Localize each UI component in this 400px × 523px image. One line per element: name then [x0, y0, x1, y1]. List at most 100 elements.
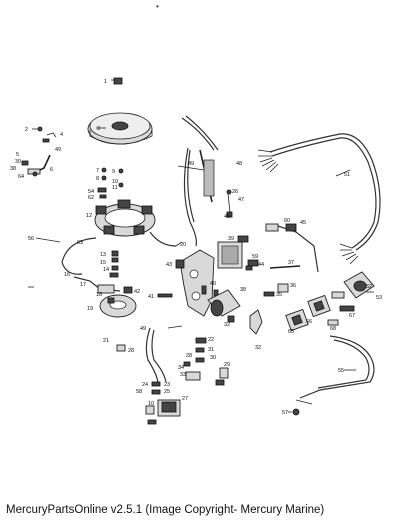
harness-49-lower[interactable] [145, 325, 183, 385]
callout-40: 40 [210, 281, 216, 287]
stator-assembly[interactable] [94, 199, 156, 237]
mounting-bracket[interactable] [175, 249, 215, 317]
callout-38-mid: 38 [240, 287, 246, 293]
small-hardware-column[interactable] [97, 167, 124, 199]
callout-5: 5 [16, 152, 19, 158]
callout-33: 33 [180, 372, 186, 378]
trigger-plate[interactable] [99, 294, 137, 318]
callout-46: 46 [224, 214, 230, 220]
stator-lead-wire[interactable] [61, 237, 97, 275]
copyright-footer: MercuryPartsOnline v2.5.1 (Image Copyrig… [6, 504, 325, 516]
left-bracket-parts[interactable] [21, 126, 57, 177]
callout-58: 58 [136, 389, 142, 395]
clamp-32-lower[interactable] [249, 309, 263, 335]
callout-4: 4 [60, 132, 63, 138]
bracket-hardware-26[interactable] [226, 189, 233, 218]
callout-12: 12 [86, 213, 92, 219]
callout-37: 37 [288, 260, 294, 266]
key-switch[interactable] [331, 271, 375, 299]
callout-25: 25 [164, 389, 170, 395]
callout-55: 55 [338, 368, 344, 374]
callout-14: 14 [103, 267, 109, 273]
callout-43: 43 [166, 262, 172, 268]
callout-31: 31 [208, 347, 214, 353]
callout-18: 18 [96, 292, 102, 298]
callout-66: 66 [306, 319, 312, 325]
callout-68: 68 [330, 326, 336, 332]
callout-62: 62 [88, 195, 94, 201]
main-harness[interactable] [257, 133, 381, 265]
leader-lines [28, 79, 374, 413]
callout-67: 67 [349, 313, 355, 319]
callout-65: 65 [288, 329, 294, 335]
trigger-hardware[interactable] [73, 250, 133, 352]
callout-8: 8 [96, 176, 99, 182]
hardware-35-36[interactable] [263, 283, 289, 297]
top-mark: • [156, 2, 159, 11]
callout-44: 44 [258, 262, 264, 268]
terminal-block-65[interactable] [285, 308, 309, 332]
flywheel-nut[interactable] [113, 77, 123, 85]
solenoid[interactable] [145, 399, 181, 417]
callout-27: 27 [182, 396, 188, 402]
callout-39: 39 [228, 236, 234, 242]
callout-28: 28 [128, 348, 134, 354]
callout-1: 1 [104, 79, 107, 85]
callout-47: 47 [238, 197, 244, 203]
callout-52: 52 [366, 284, 372, 290]
callout-56: 56 [28, 236, 34, 242]
callout-35: 35 [276, 292, 282, 298]
callout-24: 24 [142, 382, 148, 388]
callout-42: 42 [134, 289, 140, 295]
callout-59: 59 [252, 254, 258, 260]
callout-10: 10 [112, 179, 118, 185]
harness-49-48[interactable] [181, 115, 219, 247]
spark-plug-lead[interactable] [265, 223, 319, 273]
callout-19: 19 [87, 306, 93, 312]
callout-11: 11 [112, 185, 118, 191]
callout-49-mid: 49 [188, 161, 194, 167]
callout-6: 6 [50, 167, 53, 173]
callout-49-low: 49 [140, 326, 146, 332]
callout-13: 13 [100, 252, 106, 258]
callout-36: 36 [290, 283, 296, 289]
callout-9: 9 [112, 169, 115, 175]
terminal-block-66[interactable] [307, 294, 331, 318]
lower-harness[interactable] [292, 335, 375, 416]
callout-15: 15 [100, 260, 106, 266]
callout-48: 48 [236, 161, 242, 167]
lead-wire-37[interactable] [269, 265, 301, 269]
callout-2: 2 [25, 127, 28, 133]
callout-3: 3 [97, 126, 100, 132]
callout-10-low: 10 [148, 401, 154, 407]
center-hardware[interactable] [183, 337, 229, 386]
callout-63: 63 [77, 240, 83, 246]
solenoid-hardware[interactable] [147, 381, 161, 425]
callout-32-b: 32 [255, 345, 261, 351]
callout-labels: 1 2 3 4 5 49 30 38 6 64 7 8 9 10 11 54 6… [10, 79, 382, 416]
callout-29: 29 [224, 362, 230, 368]
callout-53: 53 [376, 295, 382, 301]
switch-box-clips[interactable] [245, 259, 259, 271]
callout-38: 38 [10, 166, 16, 172]
callout-49-left: 49 [55, 147, 61, 153]
hardware-67-68[interactable] [327, 305, 355, 326]
callout-26: 26 [232, 189, 238, 195]
callout-30: 30 [15, 159, 21, 165]
lead-wire-20[interactable] [149, 231, 177, 247]
ignition-coil[interactable] [207, 289, 241, 323]
callout-22: 22 [208, 337, 214, 343]
callout-20: 20 [180, 242, 186, 248]
switch-box[interactable] [217, 235, 249, 269]
callout-34: 34 [178, 365, 184, 371]
callout-30-mid: 30 [210, 355, 216, 361]
callout-7: 7 [96, 168, 99, 174]
callout-51: 51 [344, 172, 350, 178]
callout-23: 23 [164, 382, 170, 388]
callout-17: 17 [80, 282, 86, 288]
callout-57: 57 [282, 410, 288, 416]
callout-54: 54 [88, 189, 94, 195]
callout-60: 60 [284, 218, 290, 224]
flywheel[interactable] [87, 112, 153, 145]
